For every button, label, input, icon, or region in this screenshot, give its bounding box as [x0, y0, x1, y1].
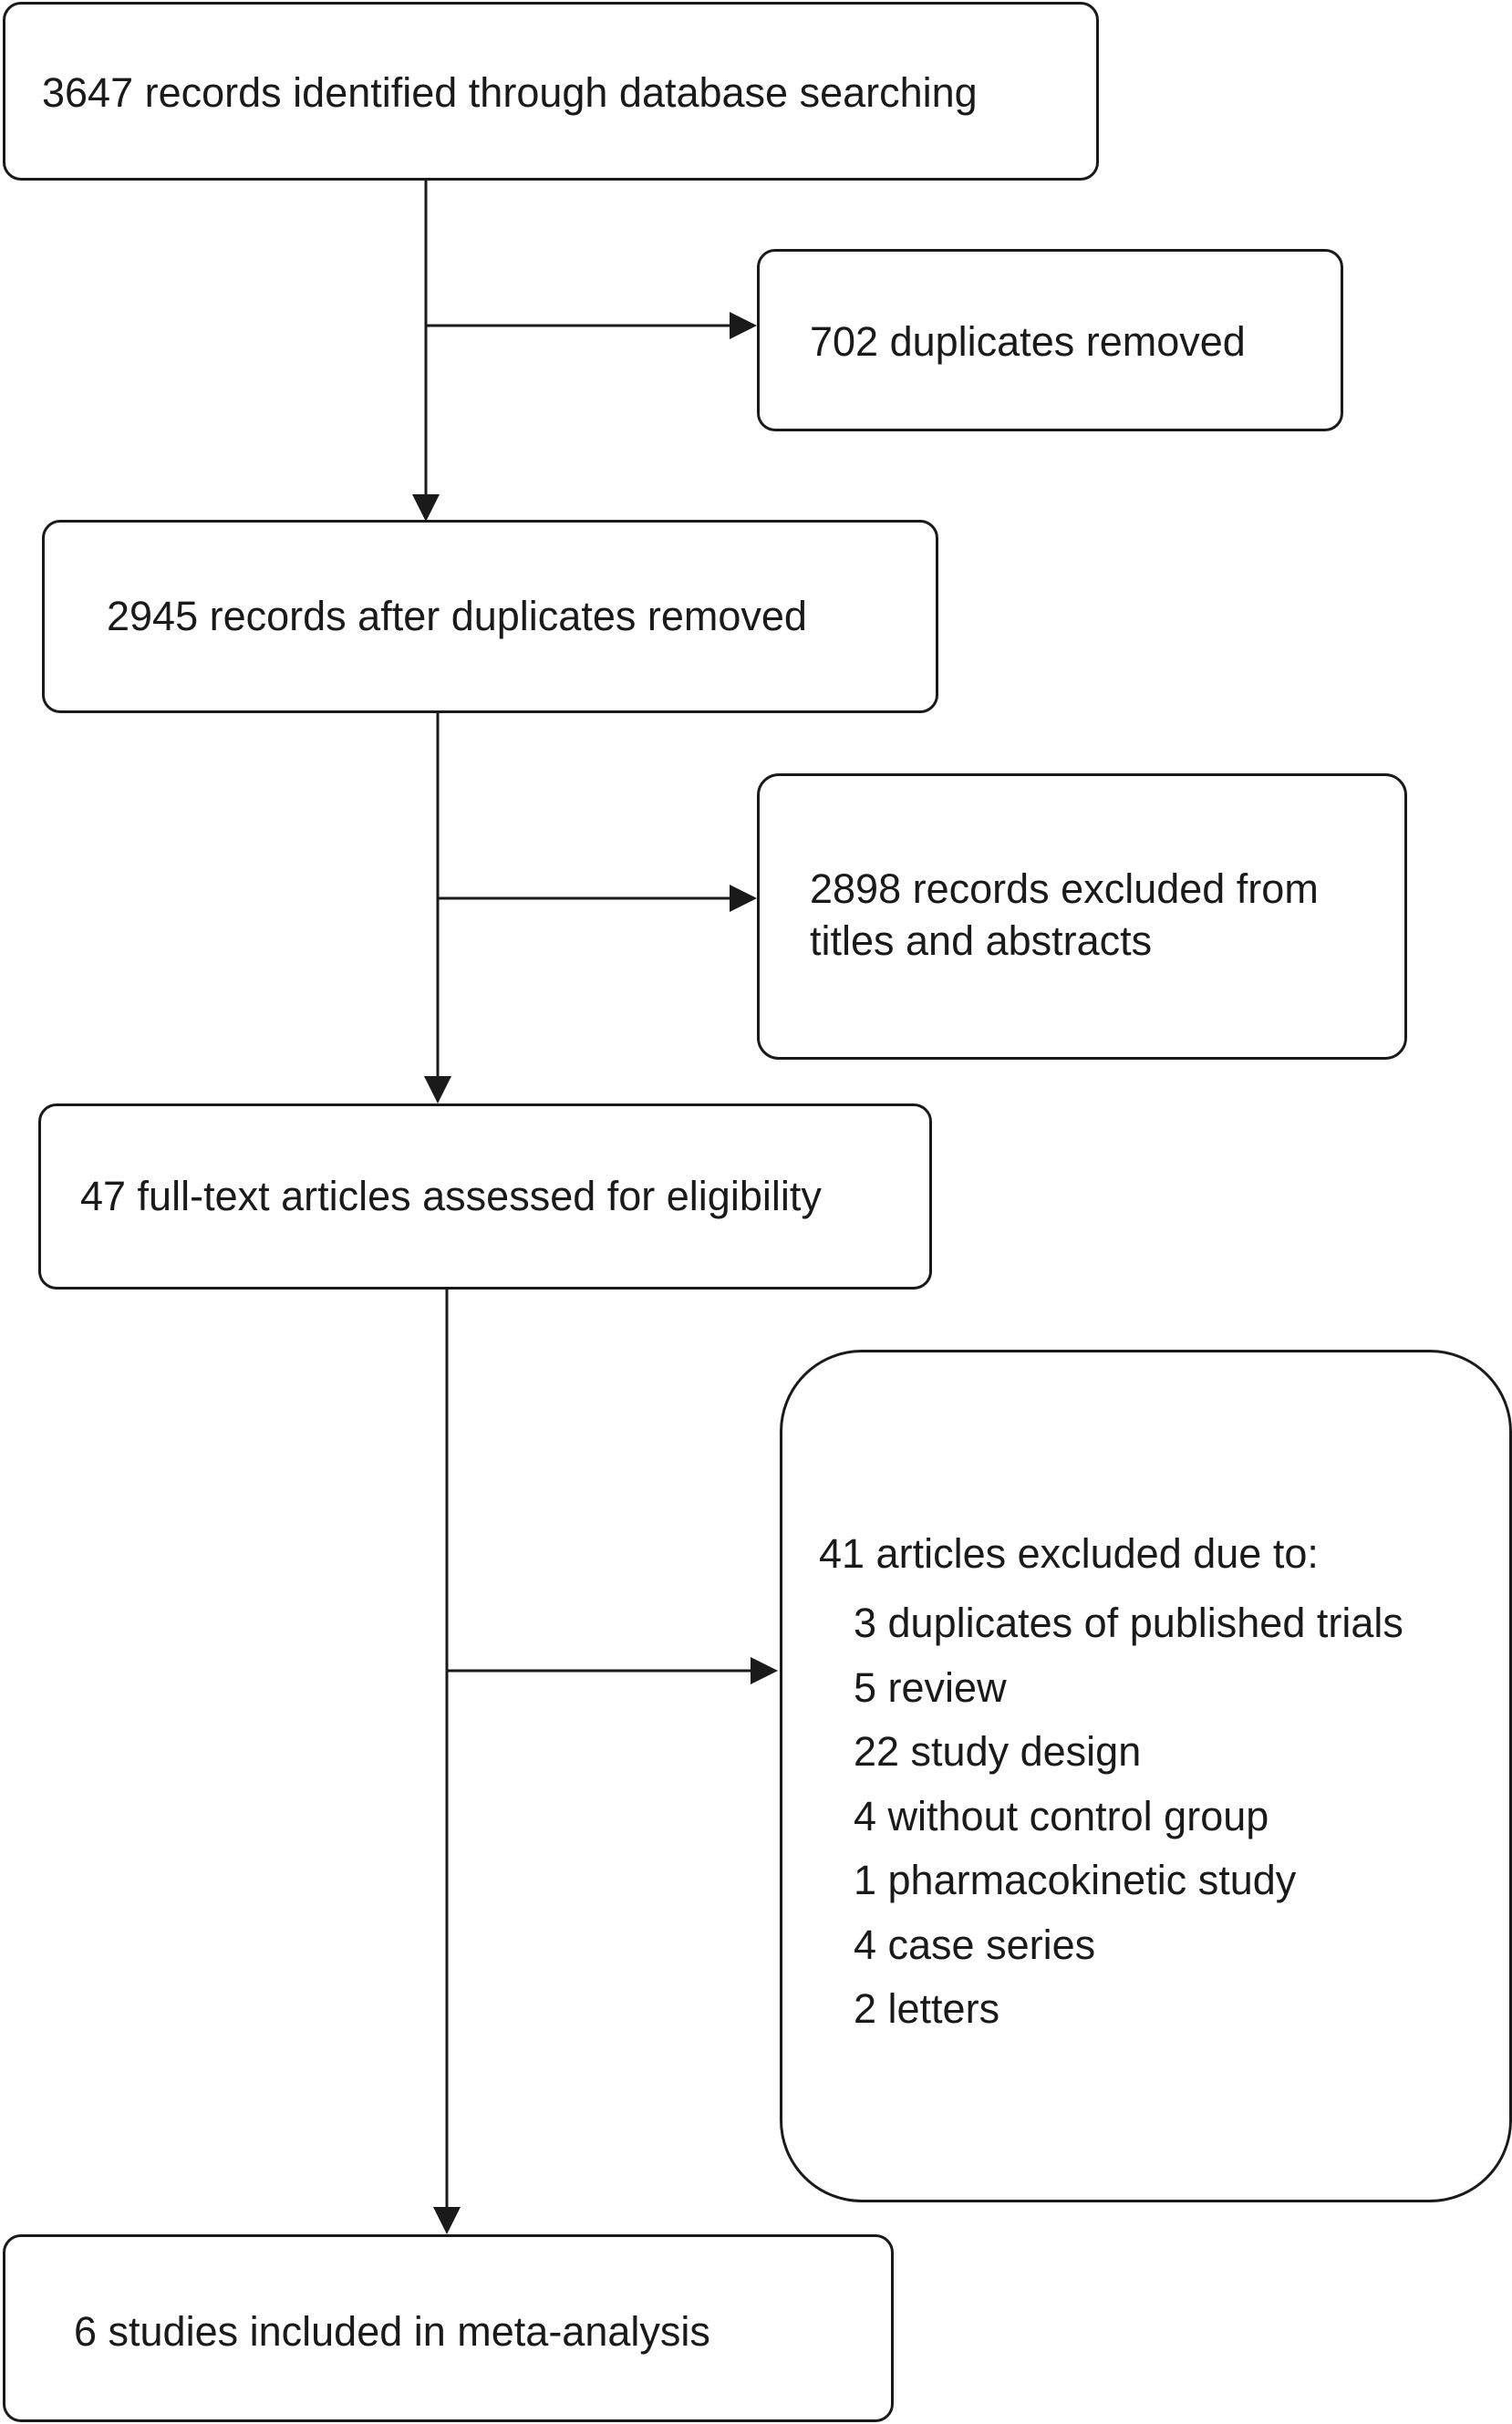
arrowhead-down-2 [424, 1076, 451, 1103]
exclusion-reason: 4 case series [854, 1921, 1096, 1968]
exclusion-reason: 3 duplicates of published trials [854, 1600, 1403, 1646]
full-text-assessed-text: 47 full-text articles assessed for eligi… [80, 1173, 822, 1219]
records-identified-text: 3647 records identified through database… [42, 69, 978, 116]
arrowhead-right-2 [730, 885, 757, 912]
arrowhead-right-3 [751, 1657, 778, 1684]
records-identified-box: 3647 records identified through database… [3, 2, 1099, 181]
exclusion-reason: 22 study design [854, 1728, 1142, 1775]
exclusion-reason: 5 review [854, 1663, 1007, 1711]
arrowhead-down-3 [433, 2207, 461, 2234]
articles-excluded-heading: 41 articles excluded due to: [819, 1530, 1319, 1577]
records-excluded-box: 2898 records excluded from titles and ab… [757, 773, 1407, 1060]
duplicates-removed-box: 702 duplicates removed [757, 249, 1343, 431]
full-text-assessed-box: 47 full-text articles assessed for eligi… [38, 1103, 932, 1290]
exclusion-reason: 2 letters [854, 1985, 1000, 2032]
exclusion-reason: 1 pharmacokinetic study [854, 1857, 1297, 1903]
records-after-duplicates-text: 2945 records after duplicates removed [107, 593, 807, 639]
articles-excluded-box: 41 articles excluded due to: 3 duplicate… [780, 1350, 1512, 2202]
records-excluded-text: 2898 records excluded from titles and ab… [810, 865, 1319, 964]
exclusion-reasons-list: 3 duplicates of published trials 5 revie… [854, 1591, 1403, 2042]
arrowhead-right-1 [730, 312, 757, 339]
duplicates-removed-text: 702 duplicates removed [810, 318, 1246, 365]
exclusion-reason: 4 without control group [854, 1792, 1269, 1839]
studies-included-text: 6 studies included in meta-analysis [74, 2308, 710, 2355]
records-after-duplicates-box: 2945 records after duplicates removed [42, 520, 938, 713]
studies-included-box: 6 studies included in meta-analysis [3, 2234, 894, 2422]
arrowhead-down-1 [412, 494, 440, 522]
